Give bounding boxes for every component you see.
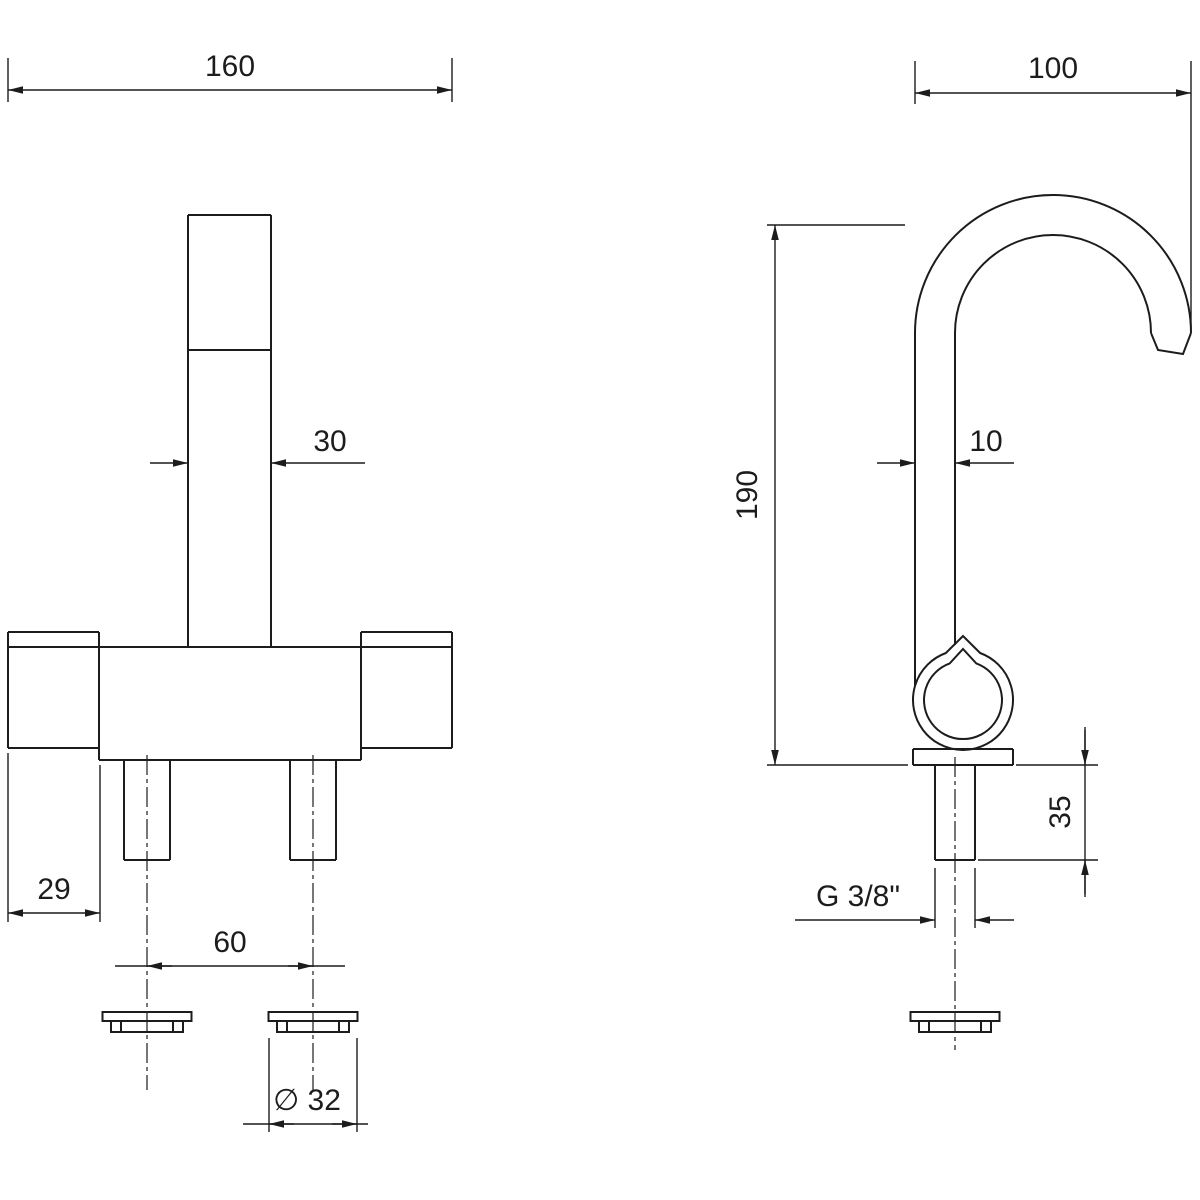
dimension-inlet-centres: 60 — [115, 926, 345, 970]
dimension-overall-height: 190 — [731, 224, 908, 766]
dim-tube-width-label: 10 — [969, 425, 1002, 458]
dimension-under-bench: 35 — [978, 727, 1098, 897]
thread-size-label: G 3/8" — [816, 880, 900, 913]
dimension-flange-diameter: ∅ 32 — [243, 1038, 368, 1132]
dimension-edge-offset: 29 — [7, 753, 101, 922]
dim-under-bench-label: 35 — [1044, 795, 1077, 828]
dimension-overall-width: 160 — [7, 50, 453, 102]
dim-overall-width-label: 160 — [205, 50, 255, 83]
front-view: 160 30 29 60 ∅ 32 — [7, 50, 453, 1132]
dim-edge-offset-label: 29 — [37, 873, 70, 906]
dim-spout-width-label: 30 — [313, 425, 346, 458]
dimension-inlet-thread: G 3/8" — [795, 868, 1014, 928]
side-view: 100 190 10 35 G 3/8" — [731, 52, 1192, 1050]
dimension-spout-width: 30 — [150, 425, 365, 467]
front-centerlines — [146, 755, 314, 1090]
tap-front-outline — [7, 214, 453, 861]
tap-side-outline — [912, 194, 1192, 861]
dim-inlet-centres-label: 60 — [213, 926, 246, 959]
dim-spout-reach-label: 100 — [1028, 52, 1078, 85]
dim-flange-diameter-label: ∅ 32 — [273, 1084, 341, 1117]
dim-overall-height-label: 190 — [731, 470, 764, 520]
dimension-tube-width: 10 — [877, 425, 1014, 467]
dimension-spout-reach: 100 — [914, 52, 1192, 330]
